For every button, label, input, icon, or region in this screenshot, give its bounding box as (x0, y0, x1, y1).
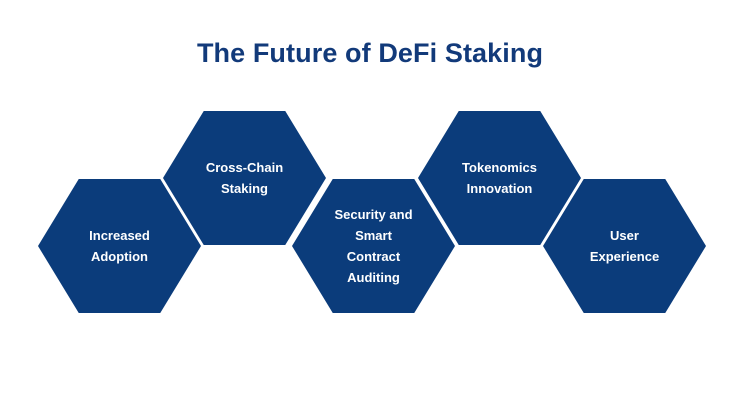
hexagon-label: Cross-Chain Staking (205, 160, 284, 196)
page-title: The Future of DeFi Staking (196, 38, 544, 68)
hexagon-label: User Experience (589, 228, 660, 264)
hexagon-label: Security and Smart Contract Auditing (334, 207, 413, 285)
hexagon-item-user-experience[interactable]: User Experience (543, 179, 706, 313)
hexagon-label: Tokenomics Innovation (462, 160, 537, 196)
hexagon-label: Increased Adoption (89, 228, 150, 264)
hexagon-item-security-and-smart-contract-auditing[interactable]: Security and Smart Contract Auditing (292, 179, 455, 313)
